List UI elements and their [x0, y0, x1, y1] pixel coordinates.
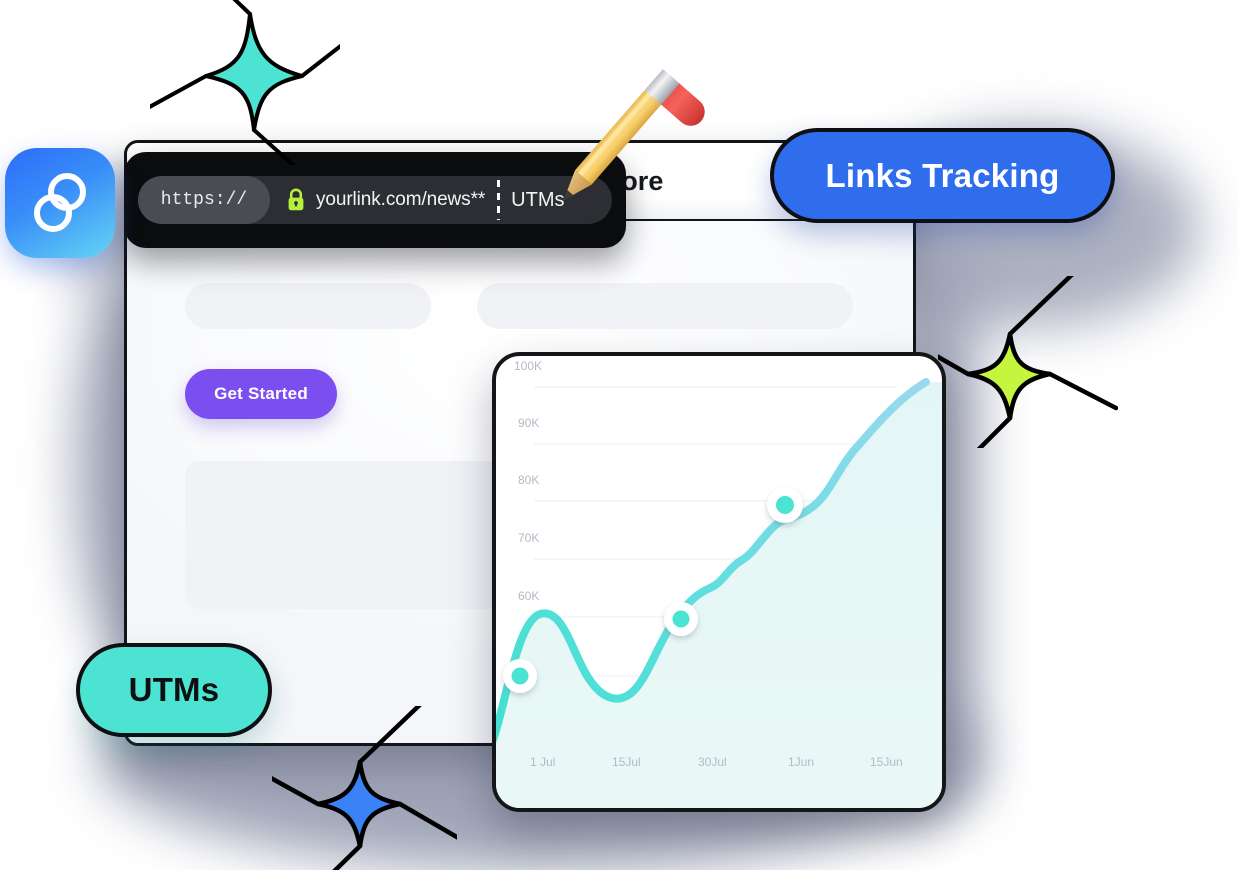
chart-marker[interactable]	[664, 602, 698, 636]
padlock-icon	[284, 187, 308, 213]
x-tick-label: 15Jun	[870, 755, 903, 769]
get-started-button[interactable]: Get Started	[185, 369, 337, 419]
chart-area-fill	[496, 382, 942, 808]
url-text: yourlink.com/news**	[316, 189, 486, 210]
browser-address-bar[interactable]: https:// yourlink.com/news** UTMs	[124, 152, 626, 248]
y-tick-label: 100K	[514, 359, 542, 373]
chart-line	[496, 378, 930, 744]
pencil-icon	[563, 69, 705, 201]
four-point-star-icon	[938, 276, 1118, 448]
x-tick-label: 15Jul	[612, 755, 641, 769]
utm-chip-label[interactable]: UTMs	[511, 188, 565, 211]
badge-links-tracking[interactable]: Links Tracking	[770, 128, 1115, 223]
placeholder-block-2	[477, 283, 853, 329]
area-chart: 100K 90K 80K 70K 60K 1 Jul 15Jul 30Jul 1…	[496, 359, 942, 808]
y-tick-label: 60K	[518, 589, 539, 603]
app-logo	[5, 148, 115, 258]
link-rings-icon	[34, 173, 86, 232]
protocol-pill[interactable]: https://	[138, 176, 270, 224]
y-tick-label: 80K	[518, 473, 539, 487]
y-tick-label: 70K	[518, 531, 539, 545]
x-tick-label: 1 Jul	[530, 755, 555, 769]
chart-marker[interactable]	[503, 659, 537, 693]
address-bar-field[interactable]: https:// yourlink.com/news** UTMs	[138, 176, 612, 224]
x-tick-label: 1Jun	[788, 755, 814, 769]
placeholder-block-1	[185, 283, 431, 329]
y-tick-label: 90K	[518, 416, 539, 430]
analytics-chart-card: 100K 90K 80K 70K 60K 1 Jul 15Jul 30Jul 1…	[492, 352, 946, 812]
badge-utms[interactable]: UTMs	[76, 643, 272, 737]
chart-marker[interactable]	[767, 487, 803, 523]
dashed-divider-icon	[497, 180, 501, 220]
x-tick-label: 30Jul	[698, 755, 727, 769]
